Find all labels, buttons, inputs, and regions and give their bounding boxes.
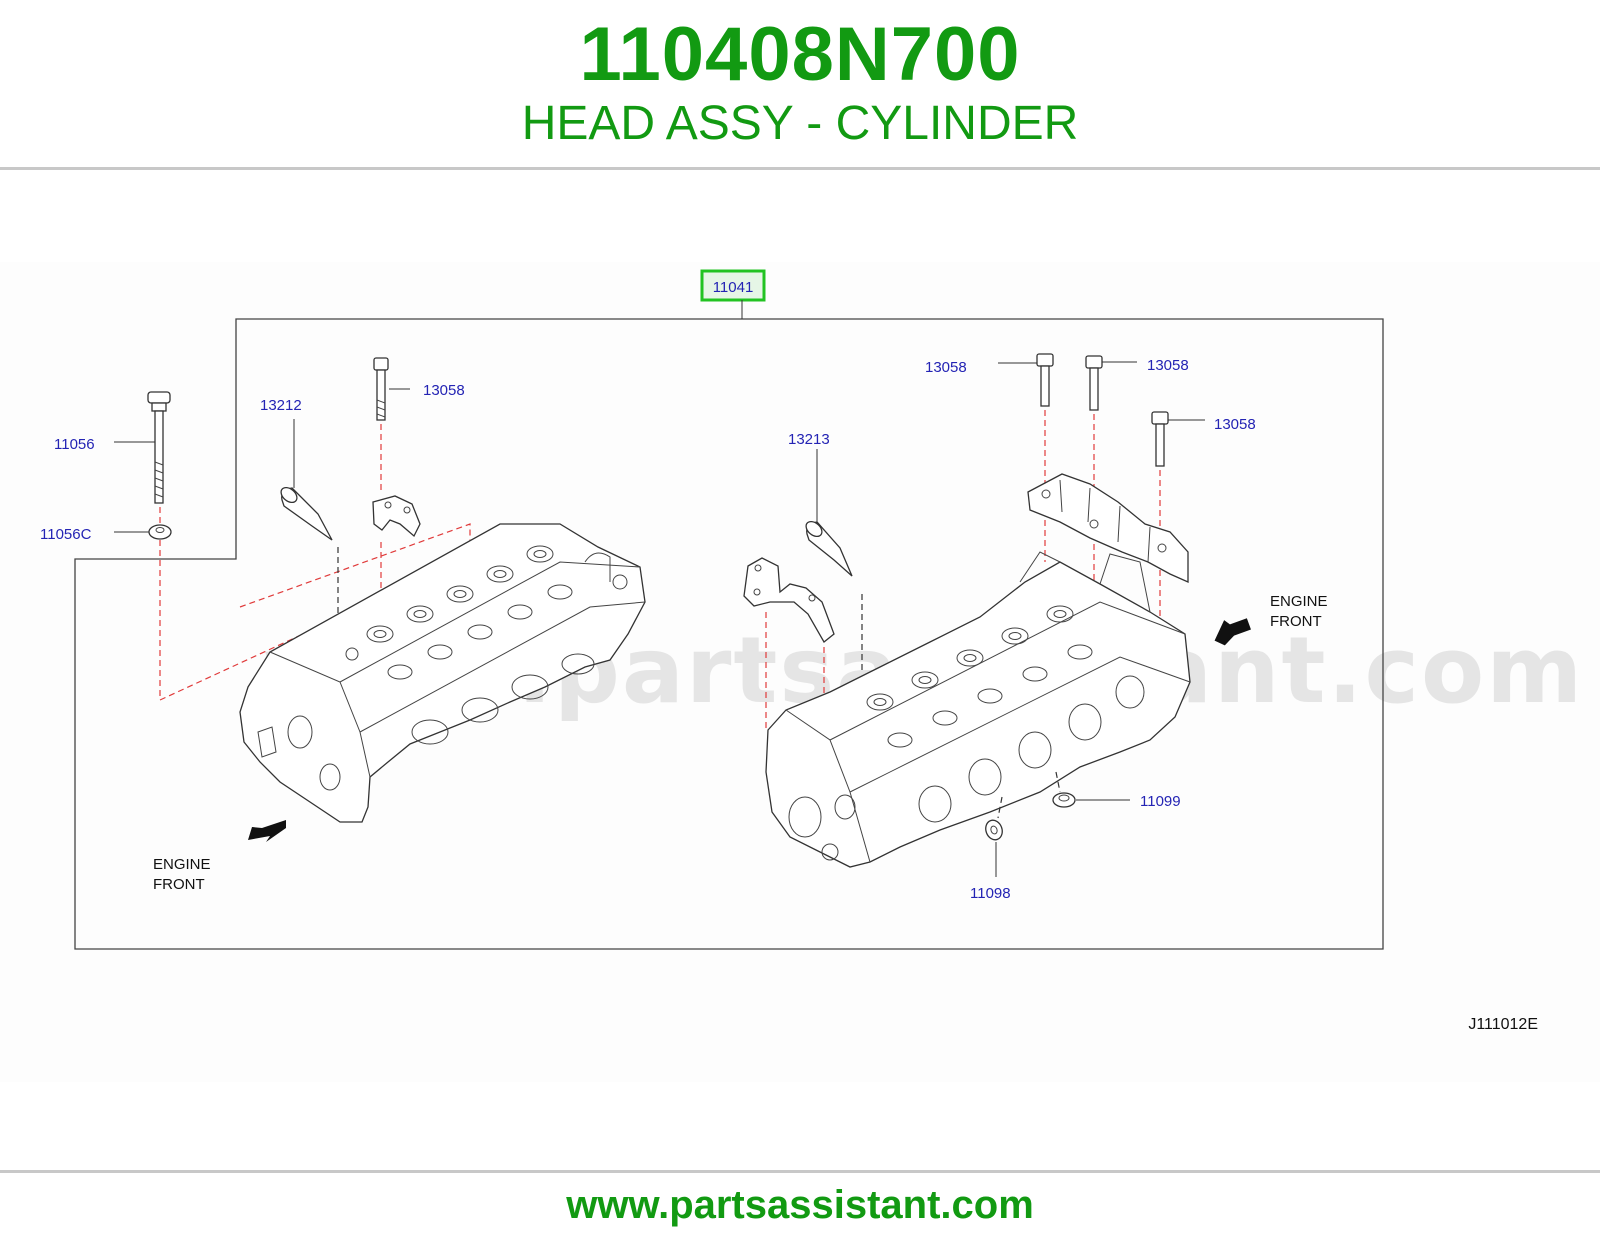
callout-13213[interactable]: 13213	[788, 431, 830, 448]
plug-11099	[1052, 792, 1076, 808]
dowel-13212	[280, 486, 333, 541]
part-description-title: HEAD ASSY - CYLINDER	[521, 97, 1079, 150]
callout-11056c[interactable]: 11056C	[40, 526, 92, 543]
bolt-13058-a	[1036, 353, 1054, 407]
part-number-title: 110408N700	[579, 12, 1021, 97]
footer-divider	[0, 1170, 1600, 1173]
footer-url[interactable]: www.partsassistant.com	[566, 1183, 1034, 1227]
cam-bracket-left	[372, 495, 421, 538]
washer-11056c	[148, 524, 172, 540]
callout-13058-b[interactable]: 13058	[1147, 357, 1189, 374]
engine-front-label-right-1: ENGINE	[1270, 593, 1328, 610]
diagram-canvas: www.partsassistant.com 11041 11056 11056…	[40, 269, 1582, 1033]
engine-front-label-right-2: FRONT	[1270, 613, 1322, 630]
callout-13058-a[interactable]: 13058	[925, 359, 967, 376]
callout-11056[interactable]: 11056	[54, 436, 95, 453]
bolt-13058-b	[1085, 355, 1103, 411]
cylinder-head-left	[239, 523, 646, 823]
dowel-13213	[805, 520, 853, 577]
highlight-box[interactable]	[700, 269, 766, 302]
header-divider	[0, 167, 1600, 170]
cylinder-head-right	[765, 551, 1191, 868]
engine-front-label-left-1: ENGINE	[153, 856, 211, 873]
assembly-frame	[74, 318, 1384, 950]
cam-carrier-upper	[1027, 473, 1189, 584]
plug-11098	[985, 819, 1003, 841]
bolt-13058-c	[1151, 411, 1169, 467]
callout-11041[interactable]: 11041	[713, 279, 754, 296]
engine-front-arrow-right	[1214, 618, 1251, 646]
callout-11098[interactable]: 11098	[970, 885, 1011, 902]
parts-diagram: www.partsassistant.com 11041 11056 11056…	[0, 262, 1600, 1082]
bolt-13058-left	[373, 357, 389, 421]
drawing-code: J111012E	[1468, 1016, 1538, 1033]
engine-front-arrow-left	[248, 820, 286, 842]
callout-13212[interactable]: 13212	[260, 397, 302, 414]
callout-11099[interactable]: 11099	[1140, 793, 1181, 810]
bolt-11056	[147, 391, 171, 504]
callout-13058-left[interactable]: 13058	[423, 382, 465, 399]
cam-bracket-right	[743, 557, 835, 643]
callout-13058-c[interactable]: 13058	[1214, 416, 1256, 433]
engine-front-label-left-2: FRONT	[153, 876, 205, 893]
page-header: 110408N700 HEAD ASSY - CYLINDER	[0, 0, 1600, 168]
